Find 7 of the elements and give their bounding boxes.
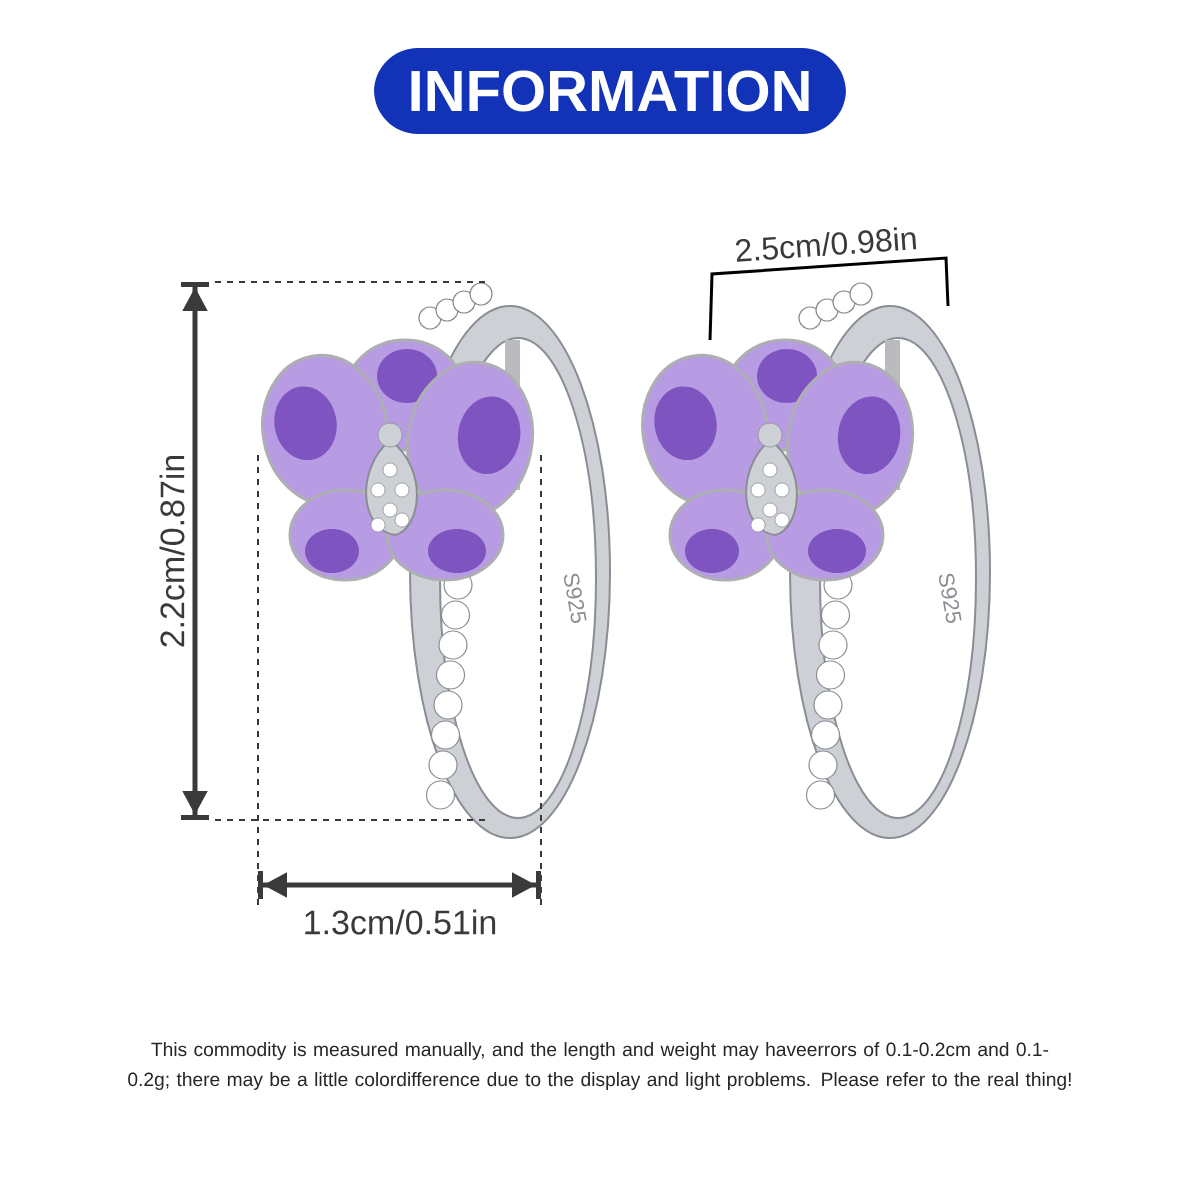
engraving-text: S925	[938, 573, 962, 623]
engraving-text: S925	[563, 573, 587, 623]
title-banner: INFORMATION	[374, 48, 846, 134]
caption-text: This commodity is measured manually, and the length and weight may haveerrors of 0.1-0.2cm and 0.1-0.2g; there may be a little colordifference due to the display and light problems. Please refer to the real thing!	[128, 1042, 1071, 1090]
dimension-label: 2.5cm/0.98in	[736, 227, 917, 262]
dimension-label: 1.3cm/0.51in	[305, 909, 496, 935]
dimension-label: 2.2cm/0.87in	[159, 455, 185, 647]
